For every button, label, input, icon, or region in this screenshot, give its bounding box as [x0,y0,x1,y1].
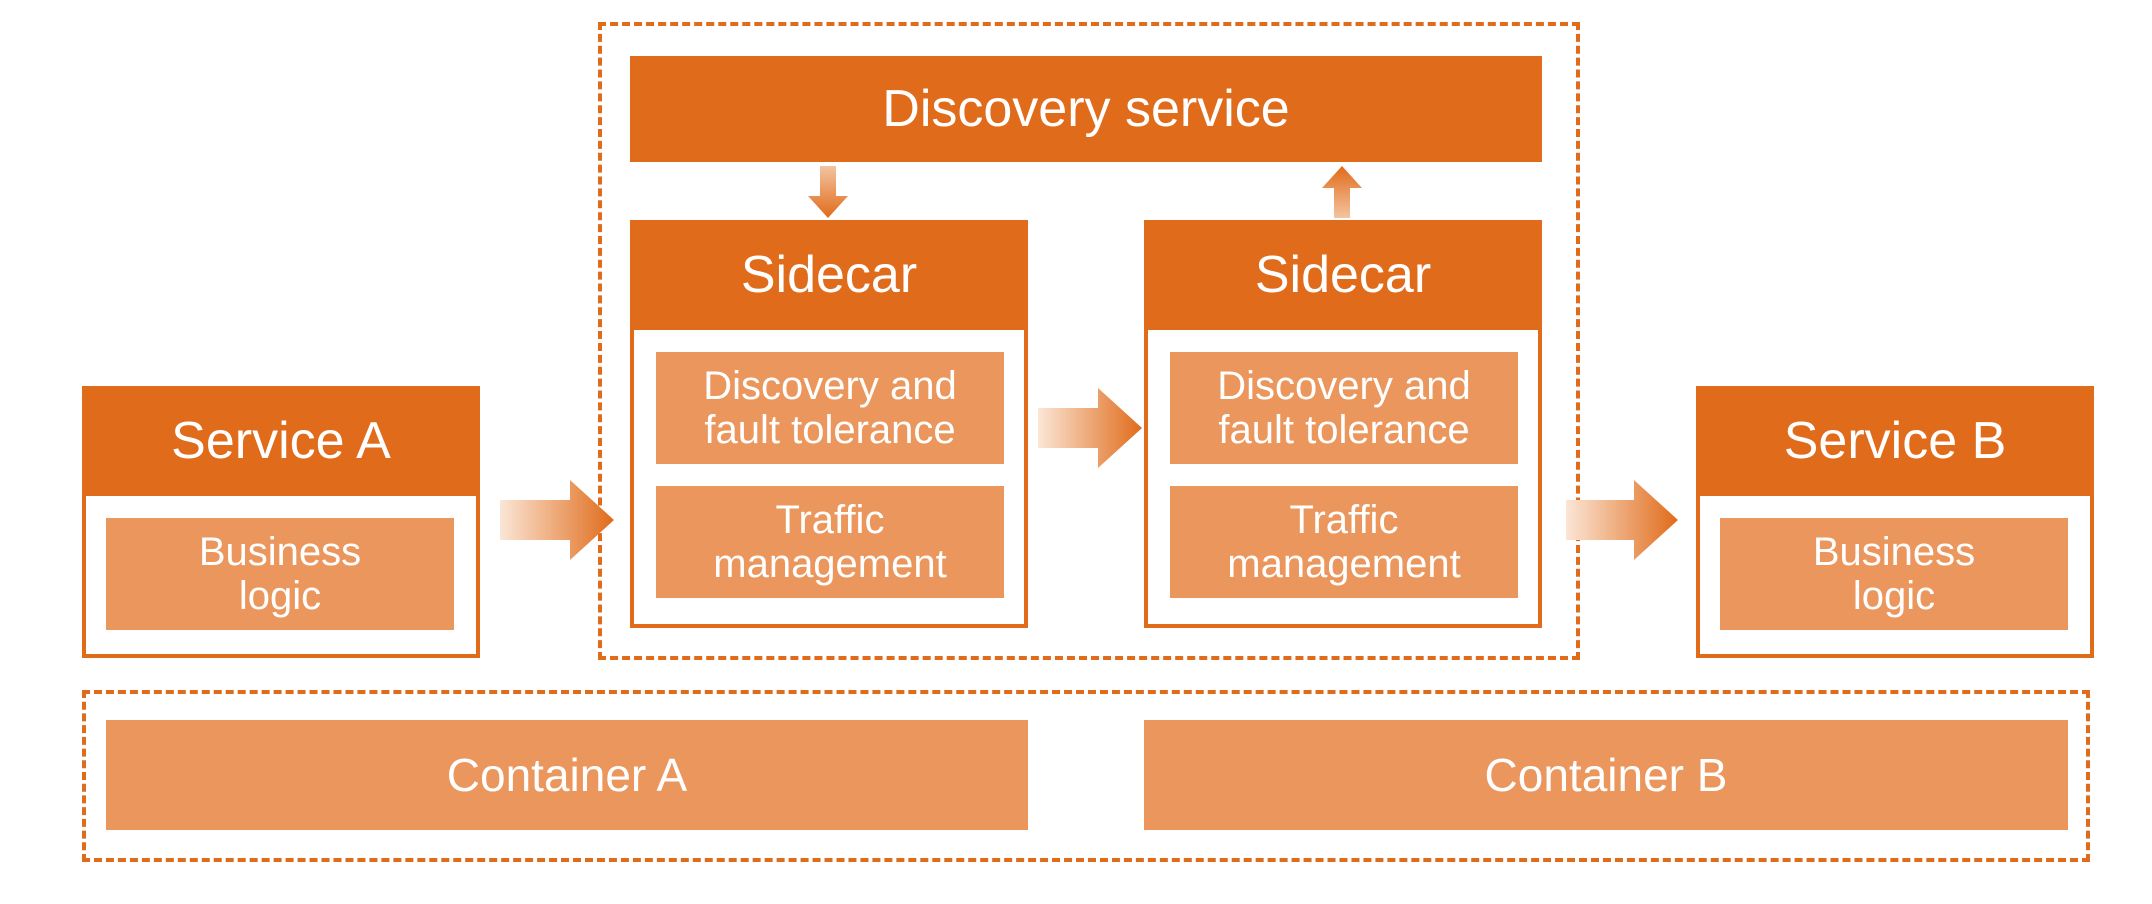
service-a-title: Service A [171,412,391,470]
arrow-right-icon [1038,388,1142,468]
sidecar-left-traffic-label: Traffic management [713,498,947,586]
container-a-label: Container A [446,749,688,801]
service-b-title: Service B [1783,412,2007,470]
sidecar-right-title: Sidecar [1254,246,1432,304]
service-b-business-logic-label: Business logic [1812,530,1976,618]
arrow-right-icon [1566,480,1678,560]
mesh-group-boundary [598,22,1580,660]
sidecar-right-discovery-label: Discovery and fault tolerance [1217,364,1471,452]
sidecar-right-traffic-label: Traffic management [1227,498,1461,586]
container-a-box: Container A [106,720,1028,830]
sidecar-left-header: Sidecar [630,220,1028,330]
sidecar-right-header: Sidecar [1144,220,1542,330]
container-b-box: Container B [1144,720,2068,830]
arrow-right-icon [500,480,614,560]
discovery-service-label: Discovery service [882,80,1290,138]
sidecar-left-title: Sidecar [740,246,918,304]
arrow-down-icon [808,166,848,218]
service-b-business-logic: Business logic [1720,518,2068,630]
sidecar-right-traffic-component: Traffic management [1170,486,1518,598]
arrow-up-icon [1322,166,1362,218]
sidecar-right-discovery-component: Discovery and fault tolerance [1170,352,1518,464]
service-a-business-logic: Business logic [106,518,454,630]
service-a-header: Service A [82,386,480,496]
sidecar-left-discovery-component: Discovery and fault tolerance [656,352,1004,464]
sidecar-left-traffic-component: Traffic management [656,486,1004,598]
container-b-label: Container B [1484,749,1728,801]
service-b-header: Service B [1696,386,2094,496]
service-a-business-logic-label: Business logic [198,530,362,618]
sidecar-left-discovery-label: Discovery and fault tolerance [703,364,957,452]
container-group-boundary [82,690,2090,862]
discovery-service-box: Discovery service [630,56,1542,162]
